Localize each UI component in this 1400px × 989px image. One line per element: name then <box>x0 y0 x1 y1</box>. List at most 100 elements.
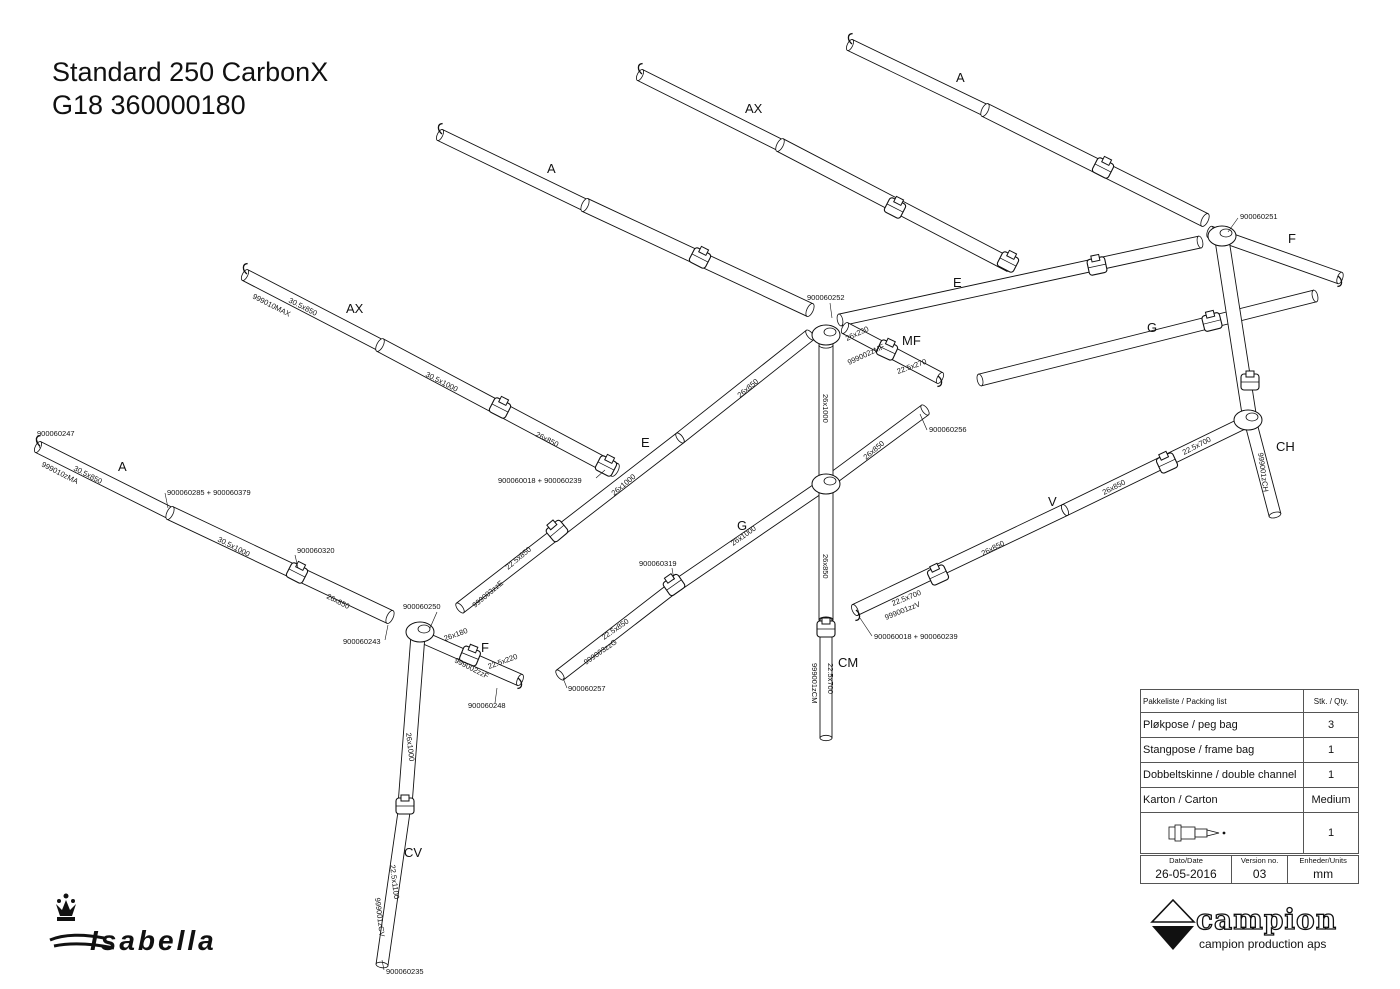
hook-f-right <box>1337 275 1343 288</box>
leader-900060018-a <box>595 469 606 479</box>
label-ax-left: AX <box>346 301 364 316</box>
clamp-ax-top-end <box>996 249 1020 273</box>
clamp-ax-left <box>488 395 512 419</box>
packing-qty: Medium <box>1303 787 1359 813</box>
tube-a-mid-1-end-a <box>436 129 444 141</box>
dim-f-l1: 26x180 <box>443 626 469 643</box>
clamp-g-mid <box>662 572 686 597</box>
tube-ax-left-2-end-a <box>375 338 385 352</box>
leader-900060250 <box>429 611 438 629</box>
title-model: Standard 250 CarbonX <box>52 57 329 87</box>
tube-e-right-end-b <box>1196 235 1204 249</box>
part-number-900060250: 900060250 <box>403 602 441 611</box>
leader-900060285 <box>164 492 169 509</box>
tube-a-mid-2-end-a <box>580 198 590 212</box>
label-f-right: F <box>1288 231 1296 246</box>
part-number-900060252: 900060252 <box>807 293 845 302</box>
joint-cv-top <box>405 621 435 643</box>
leader-900060018-b <box>859 617 873 637</box>
tube-a-left-2 <box>166 506 394 624</box>
tube-a-left-2-end-b <box>385 610 395 624</box>
leader-900060251 <box>1227 217 1239 233</box>
packing-row: Stangpose / frame bag 1 <box>1140 737 1359 763</box>
tube-a-top-1-end-a <box>846 39 854 51</box>
leader-900060247 <box>35 437 41 449</box>
clamp-f-left <box>459 643 481 667</box>
version-label: Version no. <box>1230 855 1289 865</box>
joint-cm-mid <box>811 473 841 495</box>
campion-logo <box>1150 898 1196 950</box>
part-number-900060251: 900060251 <box>1240 212 1278 221</box>
packing-item: Dobbeltskinne / double channel <box>1140 762 1304 788</box>
label-g-right: G <box>1147 320 1157 335</box>
date-label: Dato/Date <box>1140 855 1232 865</box>
date-value: 26-05-2016 <box>1140 865 1232 884</box>
version-value: 03 <box>1230 865 1289 884</box>
dim-cv-l2: 22.5x1100 <box>388 864 401 899</box>
tube-e-left-2-end-a <box>675 432 685 444</box>
part-number-900060319: 900060319 <box>639 559 677 568</box>
tube-cv-1 <box>397 633 426 807</box>
hook-v <box>855 609 861 622</box>
packing-item: Stangpose / frame bag <box>1140 737 1304 763</box>
leader-900060243 <box>384 624 389 641</box>
tube-ax-top-2-end-a <box>775 138 785 152</box>
units-label: Enheder/Units <box>1287 855 1359 865</box>
clamp-e-left <box>545 519 569 543</box>
leader-900060248 <box>494 687 498 704</box>
dim-cm-l1: 26x1000 <box>821 394 830 423</box>
hook-ax-top <box>637 62 643 75</box>
tube-a-top-2-end-a <box>980 103 990 117</box>
dim-cv-l1: 26x1000 <box>404 732 416 762</box>
part-number-900060018-239-b: 900060018 + 900060239 <box>874 632 958 641</box>
drawing-meta-table: Dato/Date Version no. Enheder/Units 26-0… <box>1140 855 1359 884</box>
joint-ch-mid <box>1233 409 1263 431</box>
tube-e-left-2-end-b <box>455 602 465 614</box>
packing-row: Dobbeltskinne / double channel 1 <box>1140 762 1359 788</box>
tube-v-1-end-a <box>851 604 859 616</box>
packing-qty: 1 <box>1303 812 1359 854</box>
part-number-900060285-379: 900060285 + 900060379 <box>167 488 251 497</box>
clamp-a-mid <box>688 245 712 269</box>
packing-header-item: Pakkeliste / Packing list <box>1140 689 1304 713</box>
label-a-top: A <box>956 70 965 85</box>
label-ax-top: AX <box>745 101 763 116</box>
tool-icon <box>1168 824 1226 842</box>
tube-g-right <box>977 289 1318 387</box>
label-v: V <box>1048 494 1057 509</box>
label-e-right: E <box>953 275 962 290</box>
label-mf: MF <box>902 333 921 348</box>
label-f-left: F <box>481 640 489 655</box>
clamp-a-top <box>1091 155 1115 179</box>
campion-company-name: campion production aps <box>1199 937 1327 951</box>
drawing-title: Standard 250 CarbonX G18 360000180 <box>52 56 328 122</box>
tube-a-left-1-end-a <box>33 441 43 453</box>
part-number-900060257: 900060257 <box>568 684 606 693</box>
tube-g-right-end-b <box>1311 289 1319 303</box>
clamp-v-1 <box>926 562 950 586</box>
label-cv: CV <box>404 845 422 860</box>
dim-cm-l3: 22.5x700 <box>826 663 835 694</box>
label-e-left: E <box>641 435 650 450</box>
tube-cm-3-end-b <box>819 734 833 742</box>
packing-header-qty: Stk. / Qty. <box>1303 689 1359 713</box>
packing-qty: 1 <box>1303 737 1359 763</box>
clamp-ax-top <box>883 195 907 219</box>
tube-ax-top-1-end-a <box>635 69 645 81</box>
tube-v-2-end-a <box>1061 504 1069 516</box>
clamp-v-2 <box>1155 450 1179 474</box>
label-g-mid: G <box>737 518 747 533</box>
tube-a-mid-2-end-b <box>805 303 815 317</box>
tube-g-right-end-a <box>976 373 984 387</box>
joint-ch-top <box>1207 225 1237 247</box>
part-number-900060247: 900060247 <box>37 429 75 438</box>
clamp-e-right <box>1086 253 1108 276</box>
tube-v-1 <box>851 503 1069 617</box>
tube-a-left-2-end-a <box>165 506 175 520</box>
hook-mf <box>937 375 943 388</box>
tube-a-mid-1 <box>436 128 589 212</box>
packing-header-row: Pakkeliste / Packing list Stk. / Qty. <box>1140 689 1359 713</box>
packing-row: Karton / Carton Medium <box>1140 787 1359 813</box>
part-leaders <box>35 217 1239 971</box>
